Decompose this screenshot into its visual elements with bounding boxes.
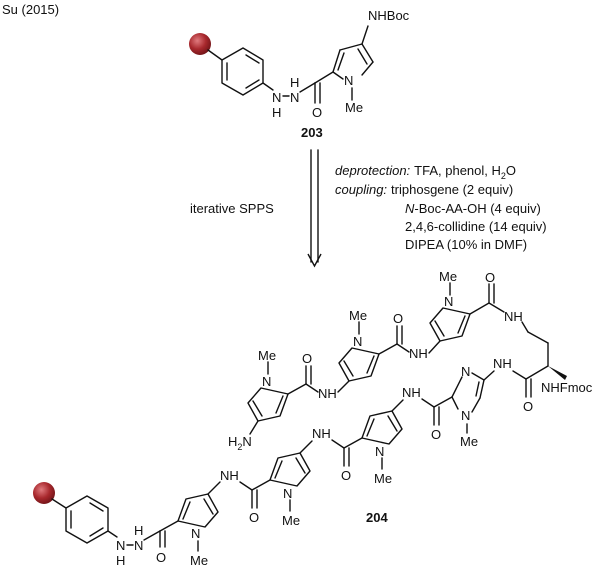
coupling-dipea: DIPEA (10% in DMF) (405, 237, 527, 252)
product-amide-nh-4: NH (493, 356, 512, 371)
product-methyl-7: Me (258, 348, 276, 363)
product-pyrrole-n-5: N (353, 334, 362, 349)
reactant-hydrazide-n2: N (290, 90, 299, 105)
product-imidazole-n-top: N (461, 364, 470, 379)
reactant-hydrazide-h1: H (272, 105, 281, 120)
reactant-structure: H N N H O N Me NHBoc (189, 8, 410, 120)
product-methyl-4: Me (460, 434, 478, 449)
reaction-conditions: deprotection:TFA, phenol, H2O coupling: t… (335, 163, 547, 252)
product-nhfmoc: NHFmoc (541, 380, 593, 395)
svg-text:N-Boc-AA-OH (4 equiv): N-Boc-AA-OH (4 equiv) (405, 201, 541, 216)
reaction-arrow (307, 149, 322, 268)
product-carbonyl-o-8: O (302, 351, 312, 366)
deprotection-label: deprotection: (335, 163, 411, 178)
coupling-n-italic: N (405, 201, 415, 216)
product-compound-number: 204 (366, 510, 388, 525)
deprotection-subscript: 2 (501, 171, 506, 181)
product-imidazole-n-bottom: N (461, 408, 470, 423)
product-amide-nh-2: NH (312, 426, 331, 441)
coupling-collidine: 2,4,6-collidine (14 equiv) (405, 219, 547, 234)
coupling-reagent: triphosgene (2 equiv) (391, 182, 513, 197)
product-carbonyl-o-7: O (393, 311, 403, 326)
product-h2n: H2N (228, 434, 252, 452)
product-amide-nh-3: NH (402, 385, 421, 400)
reactant-pyrrole-n: N (344, 73, 353, 88)
product-amide-nh-7: NH (318, 386, 337, 401)
product-methyl-2: Me (282, 513, 300, 528)
reactant-nhboc: NHBoc (368, 8, 410, 23)
product-methyl-5: Me (439, 269, 457, 284)
product-carbonyl-o-6: O (485, 270, 495, 285)
coupling-boc-aa: -Boc-AA-OH (4 equiv) (414, 201, 540, 216)
product-pyrrole-n-6: N (262, 374, 271, 389)
arrow-label-iterative-spps: iterative SPPS (190, 201, 274, 216)
svg-text:deprotection:TFA, phenol, H2O: deprotection:TFA, phenol, H2O (335, 163, 516, 181)
reactant-methyl: Me (345, 100, 363, 115)
product-pyrrole-n-3: N (375, 444, 384, 459)
product-methyl-1: Me (190, 553, 208, 568)
product-resin-bead-icon (33, 482, 55, 504)
product-carbonyl-o-5: O (523, 399, 533, 414)
product-methyl-6: Me (349, 308, 367, 323)
product-amide-nh-5: NH (504, 309, 523, 324)
product-amide-nh-6: NH (409, 346, 428, 361)
product-structure: N H N H O N Me NH O N Me NH O (33, 269, 593, 568)
product-amide-nh-1: NH (220, 468, 239, 483)
product-carbonyl-o-1: O (156, 550, 166, 565)
reactant-hydrazide-h2: H (290, 75, 299, 90)
resin-bead-icon (189, 33, 211, 55)
citation: Su (2015) (2, 2, 59, 17)
product-pyrrole-n-2: N (283, 486, 292, 501)
svg-text:coupling:triphosgene (2 equiv): coupling: triphosgene (2 equiv) (335, 182, 513, 197)
product-pyrrole-n-4: N (444, 294, 453, 309)
product-carbonyl-o-3: O (341, 468, 351, 483)
reactant-hydrazide-n1: N (272, 90, 281, 105)
product-pyrrole-n-1: N (191, 526, 200, 541)
product-hydrazide-n2: N (134, 538, 143, 553)
product-hydrazide-h2: H (134, 523, 143, 538)
deprotection-tail: O (506, 163, 516, 178)
reactant-compound-number: 203 (301, 125, 323, 140)
coupling-label: coupling: (335, 182, 387, 197)
product-methyl-3: Me (374, 471, 392, 486)
deprotection-reagents: TFA, phenol, H (414, 163, 501, 178)
reactant-carbonyl-o: O (312, 105, 322, 120)
product-hydrazide-n1: N (116, 538, 125, 553)
product-carbonyl-o-4: O (431, 427, 441, 442)
product-carbonyl-o-2: O (249, 510, 259, 525)
product-hydrazide-h1: H (116, 553, 125, 568)
